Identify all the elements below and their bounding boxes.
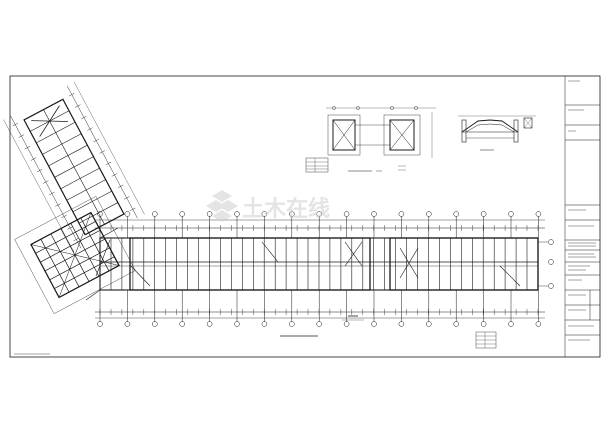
cad-line xyxy=(130,207,136,211)
cad-line xyxy=(93,138,99,143)
cad-line xyxy=(12,123,18,127)
cad-line xyxy=(123,196,130,200)
axis-bubble xyxy=(234,211,240,217)
main-plan-angled-wing xyxy=(3,81,145,253)
axis-bubble xyxy=(179,321,185,327)
detail-truss-section xyxy=(458,115,536,151)
cad-line xyxy=(69,92,75,97)
axis-bubble xyxy=(426,211,432,217)
cad-line xyxy=(99,150,106,154)
axis-bubble xyxy=(371,321,377,327)
junction-grid xyxy=(30,212,120,298)
cad-line xyxy=(18,134,25,138)
axis-bubble xyxy=(316,321,322,327)
axis-bubble xyxy=(152,211,158,217)
axis-bubble xyxy=(426,321,432,327)
cad-line xyxy=(40,229,101,263)
axis-bubble xyxy=(234,321,240,327)
axis-bubble xyxy=(508,211,514,217)
cad-line xyxy=(49,191,55,196)
axis-bubble xyxy=(289,321,295,327)
cad-line xyxy=(49,247,110,281)
cad-line xyxy=(30,212,92,245)
axis-bubble xyxy=(480,321,487,327)
angled-wing-ticks xyxy=(12,92,136,241)
cad-line xyxy=(117,184,124,188)
axis-bubble xyxy=(179,211,185,217)
axis-bubble xyxy=(535,211,542,217)
axis-bubble xyxy=(343,211,350,217)
cad-line xyxy=(36,168,43,173)
title-block xyxy=(564,76,600,357)
cad-line xyxy=(24,145,31,150)
axis-bubble xyxy=(453,321,459,327)
axis-bubble xyxy=(206,321,213,327)
axis-bubble xyxy=(206,211,213,217)
sheet-border xyxy=(9,75,601,358)
bottom-notes xyxy=(14,315,497,355)
axis-bubble xyxy=(453,211,459,217)
bay-grid-lines xyxy=(99,238,539,290)
axis-bubble xyxy=(398,211,405,217)
cad-line xyxy=(43,180,49,184)
main-plan-straight-wing xyxy=(95,211,554,327)
junction-block xyxy=(14,196,136,314)
watermark-text: 土木在线 xyxy=(242,196,330,222)
axis-bubbles-top xyxy=(97,211,542,238)
cad-line xyxy=(87,127,93,131)
cad-line xyxy=(105,161,112,166)
cad-line xyxy=(58,265,120,298)
axis-bubble xyxy=(261,321,268,327)
axis-bubbles-bottom xyxy=(97,290,542,327)
axis-bubble xyxy=(124,211,131,217)
axis-bubble xyxy=(371,211,377,217)
axis-bubble xyxy=(97,321,103,327)
cad-line xyxy=(55,203,61,207)
axis-bubble xyxy=(398,321,405,327)
axis-bubble xyxy=(124,321,131,327)
watermark: 土木在线 xyxy=(206,190,330,222)
cad-line xyxy=(111,173,118,177)
cad-line xyxy=(67,226,73,230)
axis-bubble xyxy=(343,321,350,327)
cad-line xyxy=(30,157,37,161)
axis-bubble xyxy=(535,321,542,327)
axis-bubble xyxy=(480,211,487,217)
axis-bubble xyxy=(152,321,158,327)
cad-line xyxy=(61,214,67,219)
cad-line xyxy=(75,104,81,108)
cad-line xyxy=(81,115,87,120)
axis-bubble xyxy=(508,321,514,327)
detail-plan-squares xyxy=(305,106,436,173)
watermark-logo-icon xyxy=(206,190,238,222)
cad-line xyxy=(73,237,80,241)
